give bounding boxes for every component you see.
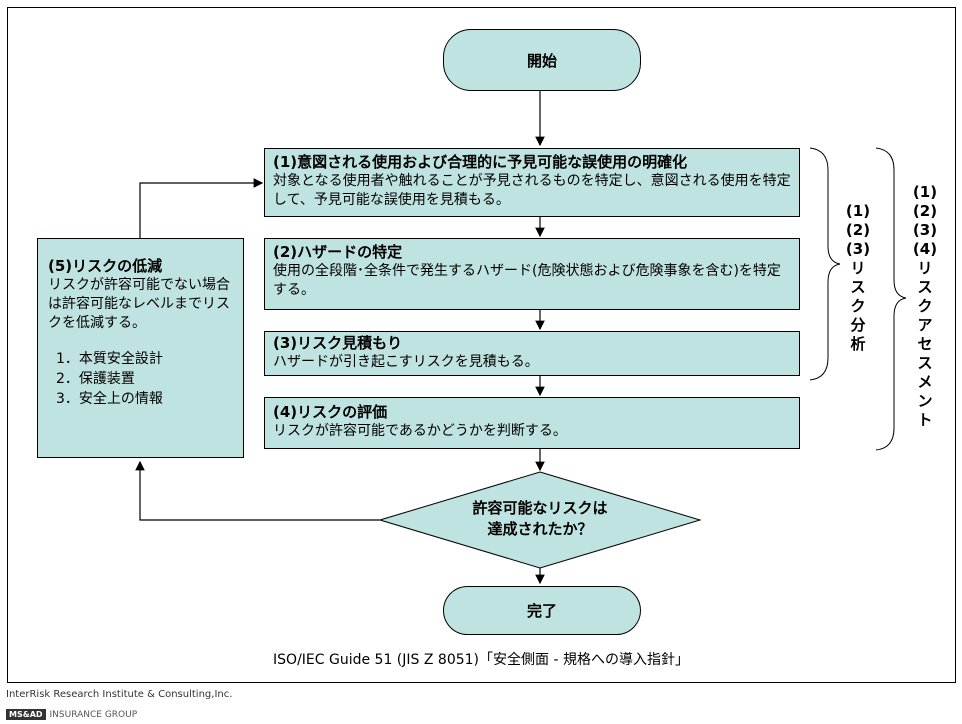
assessment-char: ス: [917, 278, 933, 296]
step2-box: (2)ハザードの特定 使用の全段階･全条件で発生するハザード(危険状態および危険…: [264, 238, 800, 310]
step3-box: (3)リスク見積もり ハザードが引き起こすリスクを見積もる。: [264, 331, 800, 376]
arrow-reduction-to-step1: [139, 178, 264, 238]
analysis-brace: [809, 147, 841, 381]
reduction-title: (5)リスクの低減: [48, 257, 163, 275]
source-caption: ISO/IEC Guide 51 (JIS Z 8051)「安全側面 - 規格へ…: [273, 652, 689, 668]
decision-text: 許容可能なリスクは 達成されたか？: [400, 498, 680, 540]
analysis-char: ス: [850, 278, 866, 296]
decision-diamond: [378, 471, 702, 569]
reduction-measures-list: 1．本質安全設計 2．保護装置 3．安全上の情報: [48, 349, 235, 409]
assessment-char: リ: [917, 259, 933, 277]
msad-logo: MS&AD: [6, 709, 46, 720]
decision-line1: 許容可能なリスクは: [472, 499, 608, 517]
assessment-num: (3): [912, 221, 938, 239]
step4-body: リスクが許容可能であるかどうかを判断する。: [273, 423, 567, 439]
step3-body: ハザードが引き起こすリスクを見積もる。: [273, 354, 539, 370]
end-terminal: 完了: [443, 586, 641, 635]
end-label: 完了: [526, 602, 557, 620]
step1-box: (1)意図される使用および合理的に予見可能な誤使用の明確化 対象となる使用者や触…: [264, 148, 800, 217]
risk-assessment-label: (1) (2) (3) (4) リ ス ク ア セ ス メ ン ト: [908, 183, 942, 430]
decision-line2: 達成されたか？: [487, 520, 593, 538]
reduction-item: 3．安全上の情報: [56, 391, 163, 407]
assessment-char: ン: [917, 392, 933, 410]
assessment-char: ト: [917, 411, 933, 429]
slide-frame: [7, 7, 956, 683]
reduction-item: 2．保護装置: [56, 371, 135, 387]
step1-title: (1)意図される使用および合理的に予見可能な誤使用の明確化: [273, 153, 688, 171]
step3-title: (3)リスク見積もり: [273, 334, 403, 352]
assessment-char: セ: [917, 335, 933, 353]
assessment-char: ク: [917, 297, 933, 315]
reduction-item: 1．本質安全設計: [56, 351, 163, 367]
step2-title: (2)ハザードの特定: [273, 243, 403, 261]
company-name: InterRisk Research Institute & Consultin…: [6, 689, 233, 700]
risk-reduction-box: (5)リスクの低減 リスクが許容可能でない場合は許容可能なレベルまでリスクを低減…: [37, 238, 244, 458]
group-logo: MS&AD INSURANCE GROUP: [6, 709, 137, 720]
analysis-char: 分: [850, 316, 866, 334]
assessment-num: (4): [912, 240, 938, 258]
start-terminal: 開始: [443, 29, 641, 91]
assessment-num: (2): [912, 202, 938, 220]
step1-body: 対象となる使用者や触れることが予見されるものを特定し、意図される使用を特定して、…: [273, 173, 791, 208]
analysis-num: (1): [845, 202, 871, 220]
assessment-brace: [875, 147, 907, 451]
reduction-body: リスクが許容可能でない場合は許容可能なレベルまでリスクを低減する。: [48, 277, 230, 331]
analysis-char: リ: [850, 259, 866, 277]
assessment-char: ア: [917, 316, 933, 334]
analysis-num: (2): [845, 221, 871, 239]
risk-analysis-label: (1) (2) (3) リ ス ク 分 析: [842, 202, 874, 354]
step4-title: (4)リスクの評価: [273, 403, 388, 421]
analysis-char: ク: [850, 297, 866, 315]
assessment-char: メ: [917, 373, 933, 391]
analysis-char: 析: [850, 335, 866, 353]
start-label: 開始: [526, 51, 557, 70]
arrow-decision-to-reduction: [135, 460, 380, 521]
assessment-char: ス: [917, 354, 933, 372]
assessment-num: (1): [912, 183, 938, 201]
group-label: INSURANCE GROUP: [49, 709, 138, 720]
analysis-num: (3): [845, 240, 871, 258]
step4-box: (4)リスクの評価 リスクが許容可能であるかどうかを判断する。: [264, 397, 800, 449]
step2-body: 使用の全段階･全条件で発生するハザード(危険状態および危険事象を含む)を特定する…: [273, 263, 781, 298]
